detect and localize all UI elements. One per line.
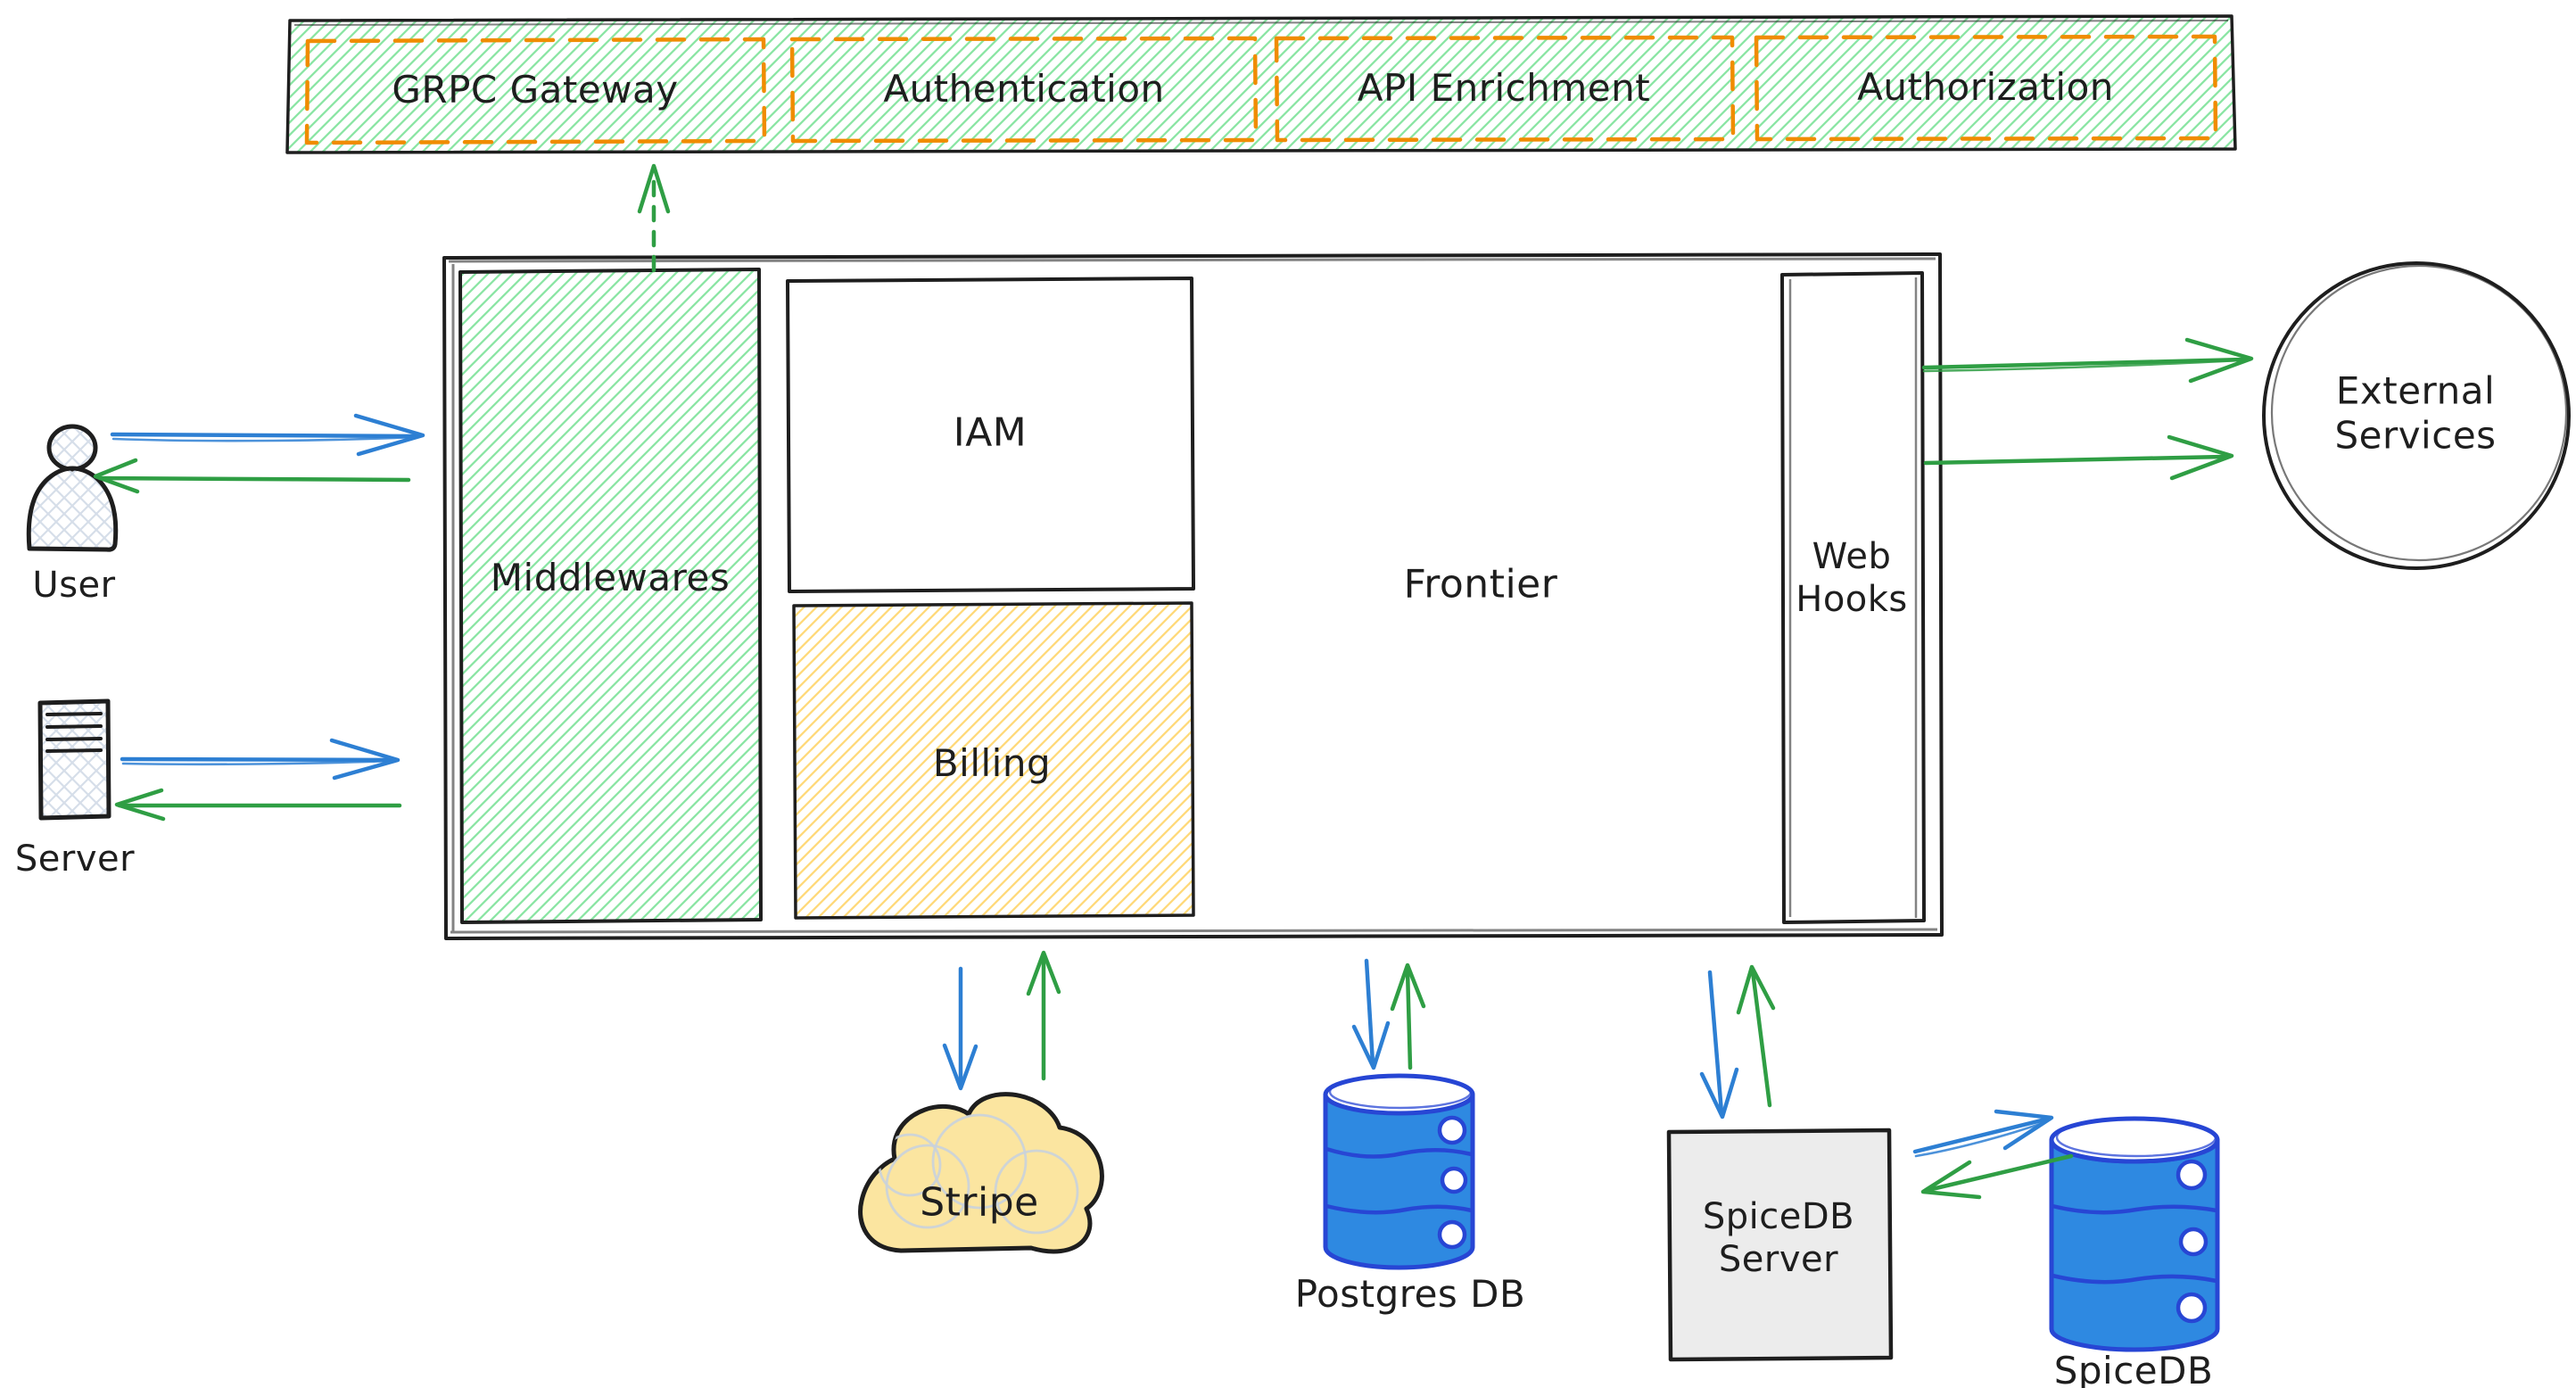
label-spicedb: SpiceDB [2053, 1348, 2214, 1388]
platform-outer-overdraw [448, 257, 1938, 934]
webhooks-overdraw [1788, 277, 1918, 918]
label-spicedb-server: SpiceDB Server [1702, 1196, 1855, 1280]
label-user: User [32, 565, 116, 606]
label-server: Server [14, 839, 136, 880]
postgres-node [1323, 1073, 1475, 1270]
spicedb-dot-2 [2178, 1227, 2209, 1257]
user-head [46, 424, 98, 472]
external-services-node [2262, 261, 2571, 570]
arrow-spicedb-server-to-spicedb [1912, 1109, 2054, 1158]
server-tower [37, 698, 111, 821]
postgres-dot-2 [1440, 1166, 1468, 1194]
external-services-overdraw [2270, 264, 2568, 562]
stage-box-api-enrichment [1274, 35, 1736, 143]
spicedb-server-node [1666, 1128, 1894, 1362]
arrow-billing-to-stripe [942, 966, 978, 1091]
arrow-frontier-to-postgres [1351, 958, 1391, 1070]
spicedb-band-2 [2052, 1273, 2217, 1285]
label-billing: Billing [932, 740, 1052, 785]
billing-box [792, 601, 1195, 920]
webhooks-box [1780, 271, 1926, 924]
stripe-cloud [858, 1092, 1104, 1254]
middlewares-box [458, 268, 763, 924]
user-icon [26, 424, 119, 552]
label-iam: IAM [953, 409, 1028, 456]
arrows [93, 163, 2254, 1200]
spicedb-cylinder-top-overdraw [2055, 1117, 2217, 1158]
arrow-stripe-to-billing [1026, 950, 1061, 1081]
iam-box [786, 277, 1195, 593]
postgres-dot-3 [1437, 1219, 1467, 1250]
arrow-postgres-to-frontier [1390, 963, 1426, 1070]
arrow-middlewares-to-server [114, 788, 402, 822]
postgres-cylinder-top-overdraw [1328, 1074, 1473, 1110]
arrow-user-to-middlewares [110, 413, 425, 457]
postgres-band-2 [1325, 1203, 1473, 1215]
arrow-spicedb-to-spicedb-server [1920, 1153, 2074, 1200]
spicedb-node [2049, 1116, 2220, 1352]
label-external-services: External Services [2334, 368, 2497, 458]
label-postgres: Postgres DB [1294, 1271, 1526, 1316]
label-frontier: Frontier [1403, 561, 1558, 607]
platform-box [442, 252, 1944, 940]
spicedb-server-box [1666, 1128, 1894, 1362]
arrow-middlewares-to-user [93, 458, 411, 494]
label-authentication: Authentication [883, 66, 1165, 111]
arrow-webhooks-to-external-2 [1923, 434, 2234, 481]
arrow-spicedb-server-to-frontier [1736, 964, 1776, 1108]
label-stripe: Stripe [920, 1179, 1039, 1226]
stage-box-grpc-gateway [304, 37, 767, 145]
pipeline-bar-box [285, 14, 2237, 154]
server-icon [37, 698, 111, 821]
pipeline-bar-overdraw [293, 20, 2229, 26]
label-webhooks: Web Hooks [1796, 536, 1908, 620]
label-api-enrichment: API Enrichment [1357, 65, 1651, 110]
stripe-node [858, 1092, 1104, 1254]
external-services-circle [2262, 261, 2571, 570]
stage-box-authorization [1754, 34, 2218, 142]
postgres-band-1 [1325, 1146, 1473, 1159]
stage-box-authentication [789, 36, 1259, 144]
label-middlewares: Middlewares [490, 555, 731, 599]
spicedb-dot-3 [2176, 1292, 2208, 1324]
pipeline-bar [285, 14, 2237, 154]
spicedb-band-1 [2052, 1203, 2217, 1215]
label-grpc-gateway: GRPC Gateway [392, 67, 679, 112]
arrow-server-to-middlewares [120, 738, 400, 781]
server-vents [45, 712, 103, 753]
arrow-frontier-to-spicedb-server [1699, 970, 1739, 1119]
arrow-webhooks-to-external-1 [1921, 337, 2254, 384]
spicedb-dot-1 [2176, 1159, 2208, 1191]
postgres-dot-1 [1437, 1115, 1467, 1145]
arrow-middlewares-to-pipeline [637, 163, 671, 273]
label-authorization: Authorization [1857, 64, 2114, 109]
